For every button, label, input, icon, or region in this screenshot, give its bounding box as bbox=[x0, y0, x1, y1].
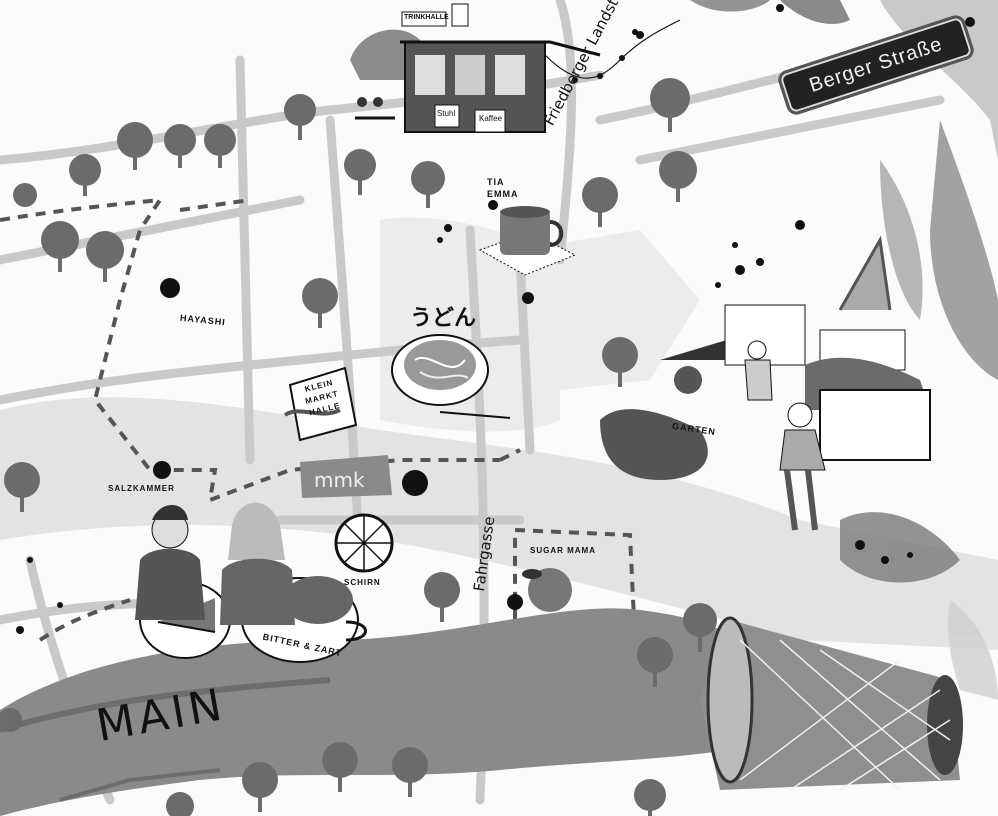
schirn-umbrella bbox=[334, 513, 394, 573]
tree bbox=[284, 94, 316, 140]
label-sugar-mama: SUGAR MAMA bbox=[530, 546, 596, 555]
glass-illustration bbox=[700, 616, 963, 791]
tree bbox=[117, 122, 153, 170]
tree bbox=[13, 183, 37, 207]
mmk-building bbox=[300, 455, 392, 498]
tree bbox=[683, 603, 717, 652]
tree bbox=[302, 278, 338, 328]
tree bbox=[344, 149, 376, 195]
label-kaffee: Kaffee bbox=[479, 114, 502, 123]
label-salzkammer: SALZKAMMER bbox=[108, 484, 175, 493]
trees bbox=[0, 78, 717, 816]
tree bbox=[0, 708, 22, 732]
tree bbox=[582, 177, 618, 227]
label-mmk: mmk bbox=[314, 468, 365, 492]
label-stuhl: Stuhl bbox=[437, 109, 456, 118]
tree bbox=[602, 337, 638, 387]
kleinmarkthalle-sign bbox=[283, 366, 358, 442]
tree bbox=[424, 572, 460, 622]
river-main bbox=[0, 608, 780, 816]
garden-scene bbox=[600, 235, 931, 531]
tree bbox=[164, 124, 196, 168]
tree bbox=[4, 462, 40, 512]
tree bbox=[634, 779, 666, 816]
tree bbox=[392, 747, 428, 797]
tree bbox=[204, 124, 236, 168]
trinkhalle-kiosk bbox=[350, 3, 601, 133]
tia-emma-cup bbox=[478, 206, 577, 276]
tree bbox=[650, 78, 690, 132]
tree bbox=[411, 161, 445, 208]
tree bbox=[637, 637, 673, 687]
label-trinkhalle: TRINKHALLE bbox=[404, 14, 449, 21]
tree bbox=[322, 742, 358, 792]
tree bbox=[166, 792, 194, 816]
people-cafe bbox=[135, 502, 295, 625]
label-tia-emma: TIA EMMA bbox=[487, 177, 519, 199]
tree bbox=[69, 154, 101, 196]
tree bbox=[242, 762, 278, 812]
tree bbox=[659, 151, 697, 202]
tree bbox=[41, 221, 79, 272]
label-schirn: SCHIRN bbox=[344, 578, 381, 587]
light-bulbs bbox=[572, 31, 644, 83]
sugar-mama-card bbox=[522, 568, 572, 612]
label-udon: うどん bbox=[410, 306, 477, 331]
udon-bowl bbox=[391, 334, 511, 419]
ink-dots bbox=[16, 4, 975, 634]
tree bbox=[86, 231, 124, 282]
